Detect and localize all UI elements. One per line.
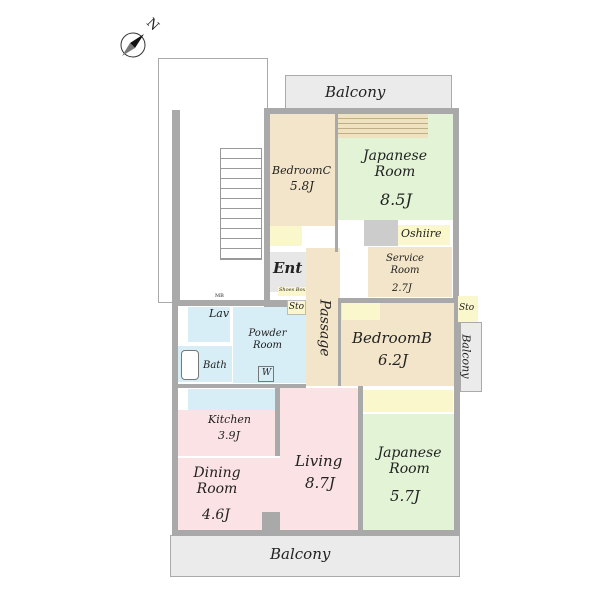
storage-entry bbox=[287, 300, 306, 315]
passage-label: Passage bbox=[316, 299, 333, 357]
staircase bbox=[220, 148, 262, 260]
balcony-bottom bbox=[170, 535, 460, 577]
washer-label: W bbox=[262, 368, 272, 378]
bedroom-b-name: BedroomB bbox=[352, 329, 432, 347]
bedroom-c-name: BedroomC bbox=[272, 164, 331, 177]
bathtub bbox=[181, 350, 199, 380]
balcony-top-label: Balcony bbox=[325, 83, 386, 101]
room-service bbox=[368, 247, 452, 297]
closet bbox=[270, 226, 302, 246]
tatami-edge bbox=[338, 114, 428, 138]
closet bbox=[363, 390, 453, 412]
north-arrow-icon bbox=[118, 30, 148, 60]
wall bbox=[338, 300, 341, 386]
wall bbox=[172, 110, 180, 305]
balcony-bottom-label: Balcony bbox=[270, 545, 331, 563]
wall bbox=[262, 512, 280, 532]
kitchen-size: 3.9J bbox=[218, 429, 240, 442]
wall bbox=[178, 384, 306, 388]
japanese-5-7-name: Japanese Room bbox=[377, 445, 442, 478]
room-japanese-5-7 bbox=[363, 414, 454, 530]
bath-label: Bath bbox=[203, 360, 227, 371]
room-powder bbox=[233, 307, 306, 383]
room-kitchen bbox=[178, 410, 275, 456]
oshiire-label: Oshiire bbox=[401, 227, 442, 240]
wall bbox=[364, 220, 398, 246]
storage-side-label: Sto bbox=[459, 303, 475, 313]
wall bbox=[275, 388, 280, 456]
bedroom-b-size: 6.2J bbox=[378, 351, 408, 369]
storage-entry-label: Sto bbox=[288, 302, 305, 312]
dining-name: Dining Room bbox=[193, 465, 241, 498]
room-lavatory bbox=[188, 307, 230, 342]
entrance[interactable] bbox=[270, 252, 306, 292]
japanese-8-5-name: Japanese Room bbox=[362, 148, 428, 181]
dining-size: 4.6J bbox=[202, 507, 230, 523]
living-name: Living bbox=[295, 452, 343, 470]
washer bbox=[258, 366, 274, 382]
living-size: 8.7J bbox=[305, 474, 335, 492]
wall bbox=[335, 112, 338, 252]
service-room-name: Service Room bbox=[386, 253, 424, 276]
service-room-size: 2.7J bbox=[392, 283, 412, 294]
passage bbox=[306, 248, 340, 386]
balcony-top bbox=[285, 75, 452, 110]
room-living bbox=[280, 388, 358, 530]
shoes-box-label: Shoes Box bbox=[279, 287, 306, 293]
powder-room-label: Powder Room bbox=[248, 328, 287, 351]
balcony-side-label: Balcony bbox=[459, 334, 473, 379]
japanese-8-5-size: 8.5J bbox=[380, 190, 412, 209]
bedroom-c-size: 5.8J bbox=[290, 179, 314, 193]
wall bbox=[338, 298, 458, 302]
room-bedroom-c bbox=[270, 114, 335, 226]
entrance-label: Ent bbox=[273, 259, 303, 277]
storage-side bbox=[458, 296, 478, 322]
balcony-side bbox=[460, 322, 482, 392]
kitchen-name: Kitchen bbox=[208, 413, 251, 426]
japanese-5-7-size: 5.7J bbox=[390, 487, 420, 505]
mb-label: MB bbox=[215, 293, 224, 299]
closet bbox=[342, 303, 380, 320]
oshiire bbox=[398, 225, 450, 245]
shoes-box bbox=[278, 287, 306, 296]
kitchen-counter bbox=[188, 389, 275, 410]
wall bbox=[358, 386, 363, 532]
lavatory-label: Lav bbox=[209, 307, 230, 320]
